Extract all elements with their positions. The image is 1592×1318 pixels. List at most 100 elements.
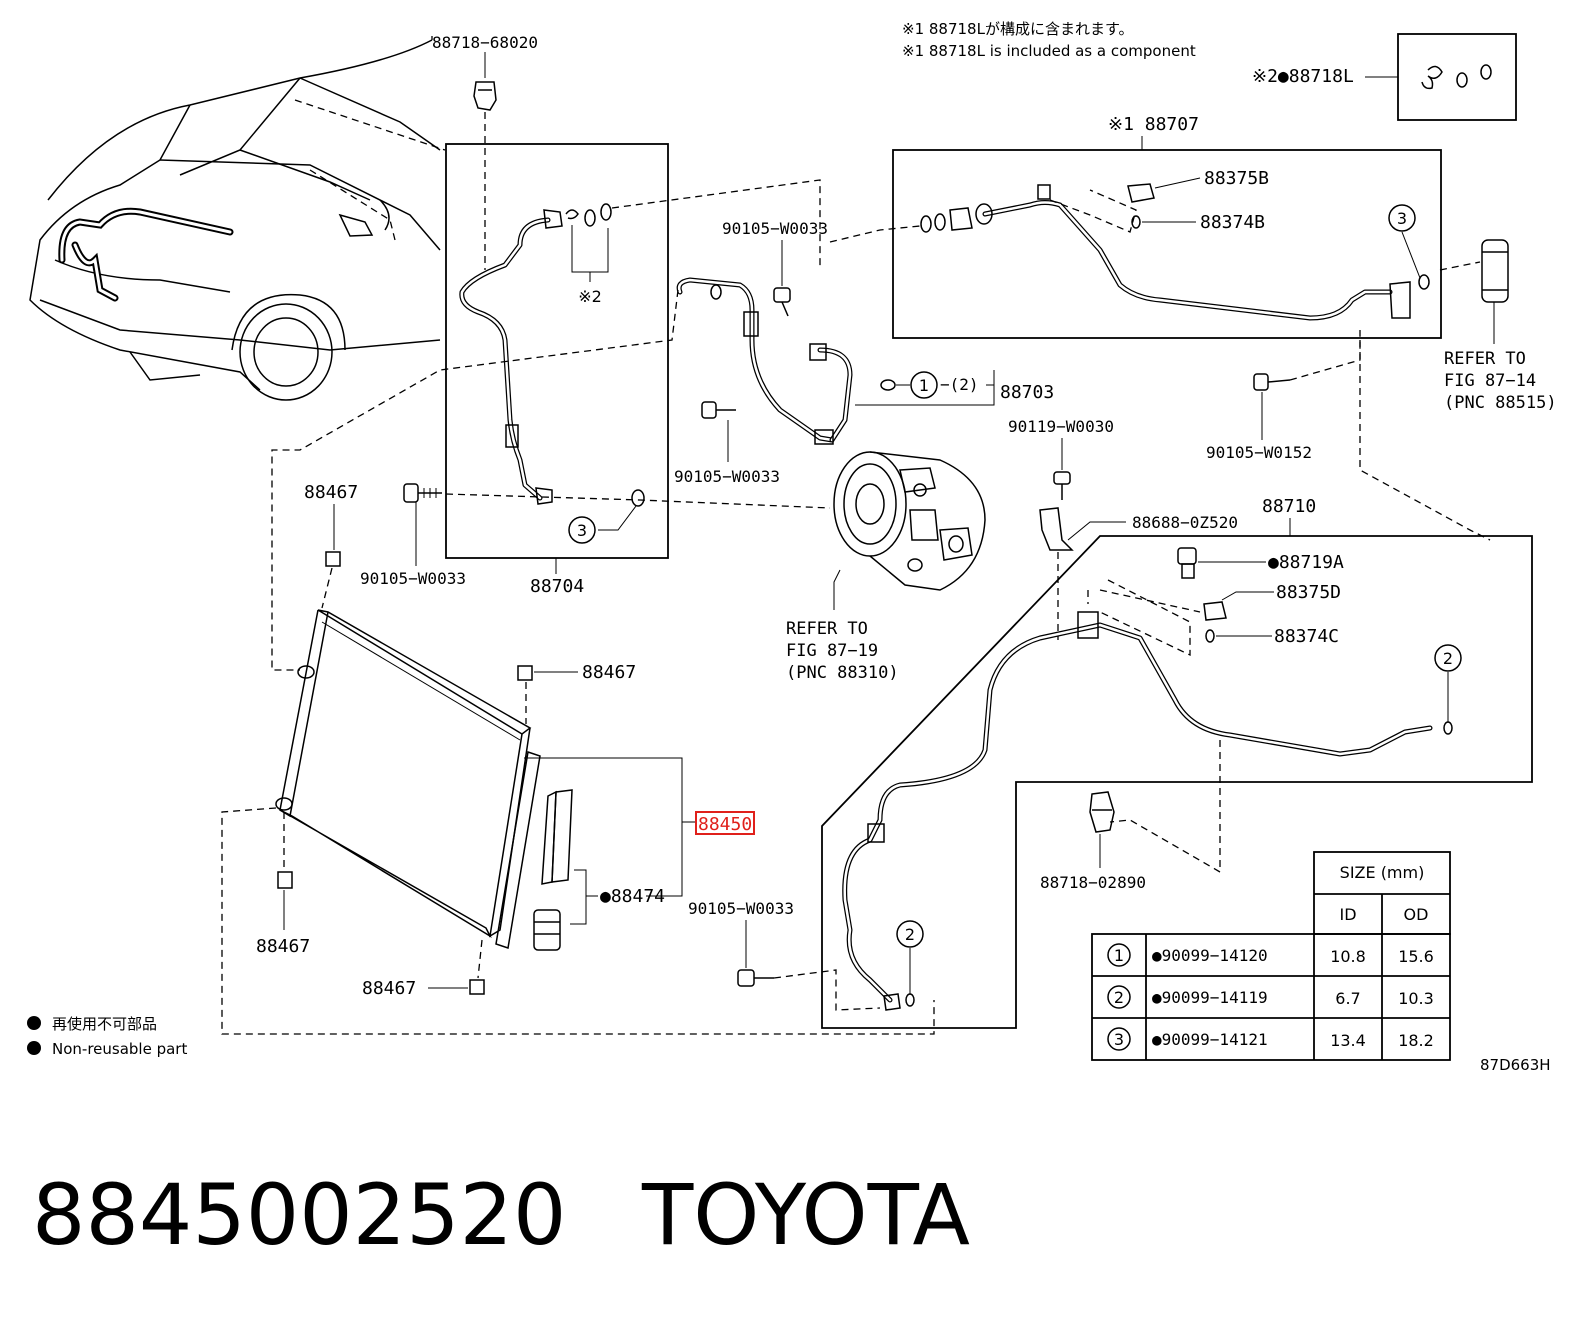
figure-code: 87D663H <box>1480 1056 1551 1074</box>
leader-compressor <box>833 569 841 610</box>
table-row-mark: 3 <box>1114 1030 1124 1049</box>
table-row-od: 18.2 <box>1398 1031 1434 1050</box>
leader-bolt-bottom <box>773 969 881 1011</box>
label-90119-W0030: 90119−W0030 <box>1008 417 1114 436</box>
ref-fig87-14-line3: (PNC 88515) <box>1444 393 1557 413</box>
leader-88703-bracket <box>986 370 995 400</box>
leader-88375B <box>1154 177 1201 189</box>
bracket-88688-icon <box>1039 507 1074 551</box>
leader-bushing-d <box>477 939 483 979</box>
label-88374B: 88374B <box>1200 212 1265 233</box>
label-90105-W0033-left: 90105−W0033 <box>360 569 466 588</box>
clip-ring-icon <box>1421 64 1492 90</box>
bolt-icon <box>737 969 774 987</box>
highlight-88450 <box>695 811 755 835</box>
legend-dot-2-icon <box>27 1041 41 1055</box>
table-row-od: 15.6 <box>1398 947 1434 966</box>
leader-circle-3-b <box>1401 231 1421 279</box>
leader-88710-valves-2 <box>1099 589 1201 613</box>
label-88718-02890: 88718−02890 <box>1040 873 1146 892</box>
leader-w0152 <box>1289 330 1361 381</box>
box-88707 <box>892 149 1442 339</box>
table-row-part: ●90099−14119 <box>1152 988 1268 1007</box>
oring-3-icon <box>631 489 645 507</box>
leader-88474-top <box>646 822 683 897</box>
circle-1-a-text: 1 <box>919 376 929 395</box>
leader-88710-right <box>1359 340 1491 541</box>
table-row-part: ●90099−14121 <box>1152 1030 1268 1049</box>
bolt-icon <box>1253 373 1291 391</box>
circle-2-a <box>1434 644 1462 672</box>
leader-88718-02890 <box>1109 740 1221 874</box>
leader-88375B-88374B <box>1049 189 1137 233</box>
leader-receiver <box>1439 261 1481 271</box>
label-90105-W0152: 90105−W0152 <box>1206 443 1312 462</box>
label-88374C: 88374C <box>1274 626 1339 647</box>
table-row-id: 10.8 <box>1330 947 1366 966</box>
oring-1-icon <box>880 379 896 391</box>
leader-88688 <box>1067 521 1126 541</box>
table-row-mark: 2 <box>1114 988 1124 1007</box>
size-table <box>1091 851 1451 1061</box>
table-row-part: ●90099−14120 <box>1152 946 1268 965</box>
bushing-88467-b-icon <box>517 665 533 681</box>
label-88719A: ●88719A <box>1268 552 1344 573</box>
circle-3-b-text: 3 <box>1397 209 1407 228</box>
table-row-mark: 1 <box>1114 946 1124 965</box>
circle-1-a <box>910 371 938 399</box>
leader-88707-a <box>829 225 921 243</box>
oring-2-b-icon <box>905 993 915 1007</box>
note-component-en: ※1 88718L is included as a component <box>902 42 1196 60</box>
box-88718L <box>1397 33 1517 121</box>
circle-2-b <box>896 920 924 948</box>
label-90105-W0033-mid: 90105−W0033 <box>674 467 780 486</box>
note-component-jp: ※1 88718Lが構成に含まれます。 <box>902 20 1133 38</box>
leader-oring3-a <box>598 505 637 531</box>
oring-88374C-icon <box>1205 629 1215 643</box>
clamp-88718-68020-icon <box>473 81 497 111</box>
ref-fig87-14-line1: REFER TO <box>1444 349 1526 369</box>
label-88375B: 88375B <box>1204 168 1269 189</box>
circle-3-a <box>568 516 596 544</box>
pipe-88710-icon <box>842 611 1433 1011</box>
ref-fig87-19-line2: FIG 87−19 <box>786 641 878 661</box>
note2-mark: ※2 <box>578 287 602 306</box>
clamp-88718-02890-icon <box>1089 791 1115 833</box>
table-row: 2 ●90099−14119 6.7 10.3 <box>1107 985 1434 1009</box>
table-row-od: 10.3 <box>1398 989 1434 1008</box>
bolt-icon <box>403 483 442 503</box>
bolt-icon <box>1053 471 1071 500</box>
table-row: 3 ●90099−14121 13.4 18.2 <box>1107 1027 1434 1051</box>
legend-dot-1-icon <box>27 1016 41 1030</box>
condenser-icon <box>275 609 541 949</box>
leader-88703 <box>855 385 995 406</box>
valve-88719A-icon <box>1177 547 1197 579</box>
bushing-88467-a-icon <box>325 551 341 567</box>
leader-bushing-a <box>321 567 333 609</box>
compressor-icon <box>833 451 986 591</box>
leader-car-2 <box>294 99 446 151</box>
table-header-size: SIZE (mm) <box>1340 863 1425 882</box>
label-88707: ※1 88707 <box>1108 114 1199 135</box>
label-88467-c: 88467 <box>256 936 310 957</box>
caption-brand: TOYOTA <box>641 1166 970 1264</box>
label-88450: 88450 <box>698 814 752 835</box>
leader-88375D <box>1221 591 1274 601</box>
ref-fig87-19-line1: REFER TO <box>786 619 868 639</box>
label-88474: ●88474 <box>600 886 665 907</box>
receiver-icon <box>1481 239 1509 303</box>
leader-88474-bracket <box>570 869 587 925</box>
label-88703: 88703 <box>1000 382 1054 403</box>
cap-88375D-icon <box>1203 601 1227 621</box>
circle-3-a-text: 3 <box>577 521 587 540</box>
label-88718L: ※2●88718L <box>1252 66 1354 87</box>
label-90105-W0033-top: 90105−W0033 <box>722 219 828 238</box>
legend-en: Non-reusable part <box>52 1040 187 1058</box>
bolt-icon <box>773 287 791 317</box>
label-90105-W0033-bot: 90105−W0033 <box>688 899 794 918</box>
circle-2-b-text: 2 <box>905 925 915 944</box>
caption-part-number: 8845002520 <box>32 1166 566 1264</box>
oring-2-a-icon <box>1443 721 1453 735</box>
leader-car-1 <box>309 169 396 241</box>
